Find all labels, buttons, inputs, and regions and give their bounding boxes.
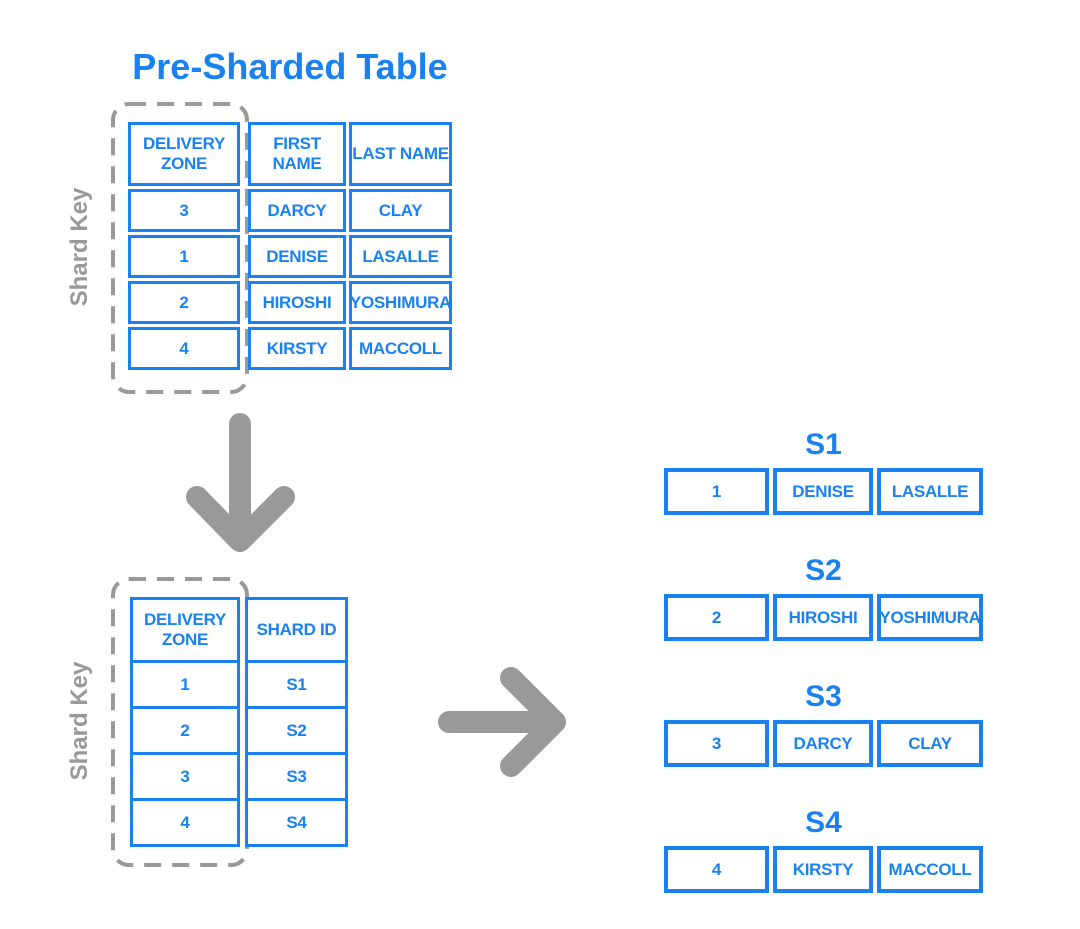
shard-map-table: DELIVERY ZONE 1 2 3 4 SHARD ID S1 S2 S3 … [130, 597, 348, 847]
map-table-header-cell: SHARD ID [256, 619, 337, 639]
shard-table-s4: S4 4 KIRSTY MACCOLL [664, 808, 983, 893]
page-title: Pre-Sharded Table [132, 46, 448, 87]
pre-table-column-last-name: LAST NAME CLAY LASALLE YOSHIMURA MACCOLL [349, 122, 452, 370]
shard-cell: 2 [664, 594, 769, 641]
shard-cell: DENISE [773, 468, 873, 515]
pre-table-cell: YOSHIMURA [349, 281, 452, 324]
shard-cell: LASALLE [877, 468, 983, 515]
pre-table-cell: DARCY [248, 189, 346, 232]
map-table-cell: 3 [133, 752, 237, 798]
pre-table-cell: DENISE [248, 235, 346, 278]
shard-cell: YOSHIMURA [877, 594, 983, 641]
pre-table-cell: KIRSTY [248, 327, 346, 370]
table-row: 1 DENISE LASALLE [664, 468, 983, 515]
map-table-column-shard-id: SHARD ID S1 S2 S3 S4 [245, 597, 348, 847]
map-table-cell: 2 [133, 706, 237, 752]
shard-cell: CLAY [877, 720, 983, 767]
pre-table-header-cell: LAST NAME [349, 122, 452, 186]
right-arrow-icon [438, 667, 566, 777]
pre-table-cell: LASALLE [349, 235, 452, 278]
map-table-cell: 1 [133, 660, 237, 706]
pre-table-cell: CLAY [349, 189, 452, 232]
shard-title: S1 [805, 428, 842, 461]
table-row: 3 DARCY CLAY [664, 720, 983, 767]
map-table-cell: S4 [248, 798, 345, 844]
shard-key-label-bottom: Shard Key [66, 661, 93, 781]
pre-table-column-first-name: FIRST NAME DARCY DENISE HIROSHI KIRSTY [248, 122, 346, 370]
shard-table-s1: S1 1 DENISE LASALLE [664, 430, 983, 515]
shard-cell: HIROSHI [773, 594, 873, 641]
shard-cell: DARCY [773, 720, 873, 767]
shard-key-outline-top [111, 102, 249, 394]
pre-sharded-table: DELIVERY ZONE 3 1 2 4 FIRST NAME DARCY D… [128, 122, 452, 370]
pre-table-column-delivery-zone: DELIVERY ZONE 3 1 2 4 [128, 122, 240, 370]
shard-cell: 4 [664, 846, 769, 893]
map-table-cell: 4 [133, 798, 237, 844]
map-table-header-cell: DELIVERY ZONE [144, 609, 226, 649]
pre-table-cell: 1 [128, 235, 240, 278]
shard-table-s2: S2 2 HIROSHI YOSHIMURA [664, 556, 983, 641]
pre-table-cell: MACCOLL [349, 327, 452, 370]
table-row: 4 KIRSTY MACCOLL [664, 846, 983, 893]
map-table-cell: S2 [248, 706, 345, 752]
shard-cell: MACCOLL [877, 846, 983, 893]
pre-table-cell: 3 [128, 189, 240, 232]
shard-cell: KIRSTY [773, 846, 873, 893]
map-table-cell: S1 [248, 660, 345, 706]
shard-title: S4 [805, 806, 842, 839]
shard-key-label-top: Shard Key [66, 187, 93, 307]
map-table-cell: S3 [248, 752, 345, 798]
pre-table-cell: 4 [128, 327, 240, 370]
shard-cell: 3 [664, 720, 769, 767]
pre-table-cell: 2 [128, 281, 240, 324]
pre-table-header-cell: DELIVERY ZONE [128, 122, 240, 186]
pre-table-cell: HIROSHI [248, 281, 346, 324]
map-table-column-delivery-zone: DELIVERY ZONE 1 2 3 4 [130, 597, 240, 847]
down-arrow-icon [186, 413, 295, 552]
shard-cell: 1 [664, 468, 769, 515]
shard-table-s3: S3 3 DARCY CLAY [664, 682, 983, 767]
table-row: 2 HIROSHI YOSHIMURA [664, 594, 983, 641]
shard-title: S3 [805, 680, 842, 713]
pre-table-header-cell: FIRST NAME [248, 122, 346, 186]
shard-title: S2 [805, 554, 842, 587]
